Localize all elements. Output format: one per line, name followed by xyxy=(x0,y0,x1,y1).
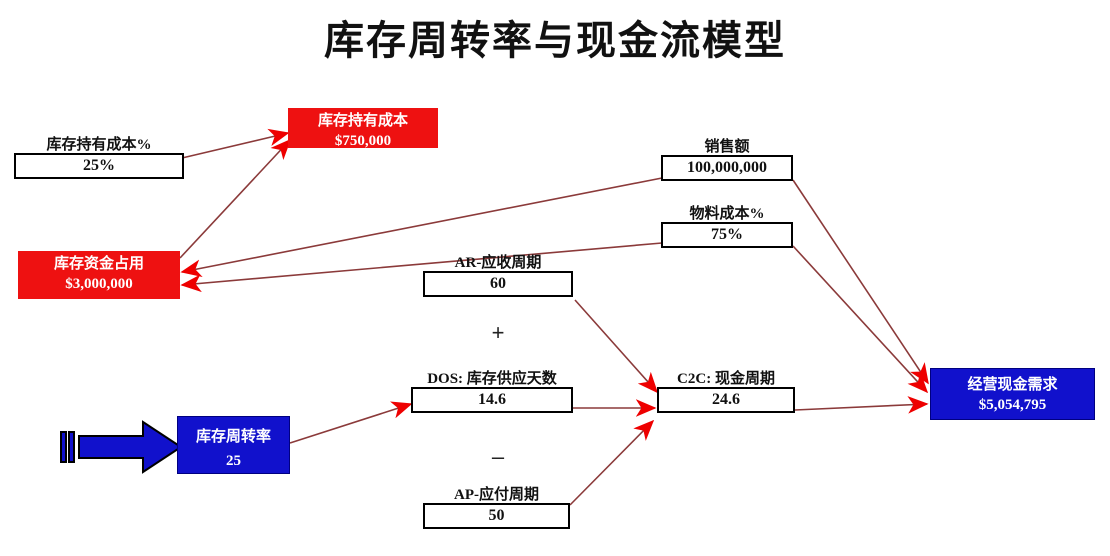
ar-days-label: AR-应收周期 xyxy=(454,255,542,271)
link-c2c-to-opcash xyxy=(794,396,929,414)
link-sales-to-invcapital xyxy=(180,177,663,277)
carry-cost-pct-label: 库存持有成本% xyxy=(46,137,152,153)
node-sales[interactable]: 销售额 100,000,000 xyxy=(661,139,793,181)
c2c-label: C2C: 现金周期 xyxy=(677,371,775,387)
material-cost-pct-value: 75% xyxy=(661,222,793,248)
dos-label: DOS: 库存供应天数 xyxy=(427,371,557,387)
ar-days-value: 60 xyxy=(423,271,573,297)
link-ar-to-c2c xyxy=(574,299,659,394)
link-turns-to-dos xyxy=(289,401,413,444)
operator-plus: + xyxy=(491,320,505,345)
link-ap-to-c2c xyxy=(569,419,655,506)
operating-cash-label: 经营现金需求 xyxy=(967,377,1058,393)
link-sales-to-opcash xyxy=(792,179,929,385)
operator-minus: – xyxy=(491,444,505,469)
carry-cost-value: $750,000 xyxy=(334,133,392,149)
thick-right-arrow-icon xyxy=(60,420,183,474)
link-materialcost-to-opcash xyxy=(792,245,929,394)
node-operating-cash[interactable]: 经营现金需求 $5,054,795 xyxy=(930,368,1095,420)
link-invcapital-to-carrycost xyxy=(179,138,292,259)
operating-cash-value: $5,054,795 xyxy=(978,397,1047,413)
node-ar-days[interactable]: AR-应收周期 60 xyxy=(423,255,573,297)
inventory-turns-value: 25 xyxy=(226,453,241,469)
link-carrycostpct-to-carrycost xyxy=(181,128,290,159)
carry-cost-label: 库存持有成本 xyxy=(317,113,408,129)
node-dos[interactable]: DOS: 库存供应天数 14.6 xyxy=(411,371,573,413)
sales-label: 销售额 xyxy=(704,139,750,155)
sales-value: 100,000,000 xyxy=(661,155,793,181)
node-carry-cost[interactable]: 库存持有成本 $750,000 xyxy=(288,108,438,149)
node-c2c[interactable]: C2C: 现金周期 24.6 xyxy=(657,371,795,413)
c2c-value: 24.6 xyxy=(657,387,795,413)
inventory-turns-label: 库存周转率 xyxy=(195,429,271,445)
link-materialcost-to-invcapital xyxy=(180,242,663,293)
ap-days-value: 50 xyxy=(423,503,570,529)
node-inventory-turns[interactable]: 库存周转率 25 xyxy=(177,416,290,474)
inventory-capital-value: $3,000,000 xyxy=(65,276,133,292)
node-ap-days[interactable]: AP-应付周期 50 xyxy=(423,487,570,529)
inventory-capital-label: 库存资金占用 xyxy=(53,256,144,272)
material-cost-pct-label: 物料成本% xyxy=(689,206,765,222)
node-inventory-capital[interactable]: 库存资金占用 $3,000,000 xyxy=(18,251,180,299)
node-carry-cost-pct[interactable]: 库存持有成本% 25% xyxy=(14,137,184,179)
dos-value: 14.6 xyxy=(411,387,573,413)
ap-days-label: AP-应付周期 xyxy=(454,487,539,503)
carry-cost-pct-value: 25% xyxy=(14,153,184,179)
node-material-cost-pct[interactable]: 物料成本% 75% xyxy=(661,206,793,248)
page-title: 库存周转率与现金流模型 xyxy=(324,19,786,63)
